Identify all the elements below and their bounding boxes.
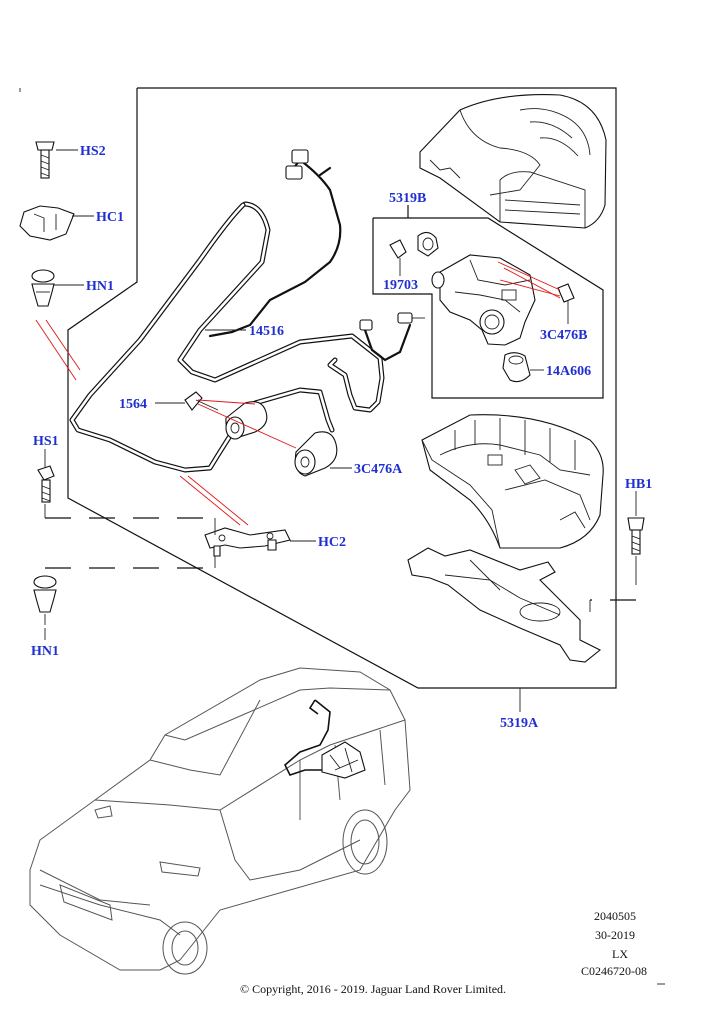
label-hb1: HB1: [625, 477, 652, 492]
label-hn1-top: HN1: [86, 279, 114, 294]
label-5319a: 5319A: [500, 716, 539, 731]
purge-canister: [184, 391, 268, 440]
label-3c476b: 3C476B: [540, 328, 587, 343]
ref-line-1: 2040505: [594, 909, 636, 923]
copyright: © Copyright, 2016 - 2019. Jaguar Land Ro…: [240, 982, 506, 996]
bracket-hc2: [204, 527, 291, 557]
clip-hc1: [19, 205, 75, 241]
bolt-hs1: [37, 465, 55, 503]
vehicle-illustration: [29, 667, 411, 975]
bolt-hs2: [35, 141, 55, 179]
label-hc1: HC1: [96, 210, 124, 225]
label-hs2: HS2: [80, 144, 106, 159]
label-hs1: HS1: [33, 434, 59, 449]
red-leaders: [35, 261, 561, 526]
label-hc2: HC2: [318, 535, 346, 550]
wiring-harness: [208, 149, 425, 362]
ref-line-2: 30-2019: [595, 928, 635, 942]
label-1564: 1564: [119, 397, 147, 412]
ref-line-4: C0246720-08: [581, 964, 647, 978]
label-leaders: [44, 149, 637, 712]
label-hn1-bottom: HN1: [31, 644, 59, 659]
label-19703: 19703: [383, 278, 418, 293]
air-cleaner-cover: [419, 94, 607, 229]
heat-shield: [407, 547, 602, 663]
label-14516: 14516: [249, 324, 284, 339]
label-14a606: 14A606: [546, 364, 591, 379]
main-boundary: [67, 87, 617, 689]
fastener-lines: [44, 504, 637, 625]
nut-hn1-top: [31, 269, 55, 307]
ref-line-3: LX: [612, 947, 628, 961]
throttle-body: [389, 231, 575, 383]
nut-hn1-bottom: [33, 575, 57, 613]
air-cleaner-housing: [421, 414, 604, 549]
bolt-hb1: [627, 517, 645, 555]
sub-assembly-box: [372, 217, 604, 399]
label-3c476a: 3C476A: [354, 462, 403, 477]
sensor-3c476a: [294, 431, 338, 477]
label-5319b: 5319B: [389, 191, 426, 206]
breather-hoses: [69, 201, 385, 473]
